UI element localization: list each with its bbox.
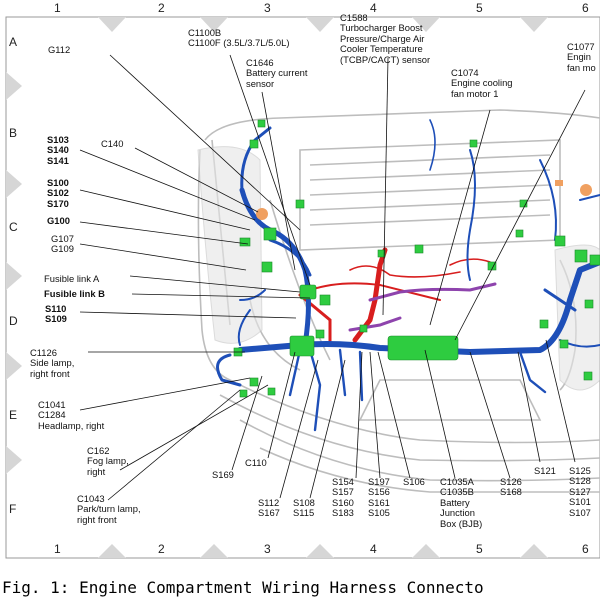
- figure-caption: Fig. 1: Engine Compartment Wiring Harnes…: [2, 578, 484, 597]
- callout-s106: S106: [403, 476, 425, 487]
- row-label-c: C: [9, 220, 18, 234]
- col-label-3: 3: [264, 1, 271, 15]
- connectors: [233, 119, 600, 398]
- callout-c1077: C1077 Engin fan mo: [567, 41, 596, 73]
- col-label-6: 6: [582, 1, 589, 15]
- col-label-4: 4: [370, 1, 377, 15]
- col-label-5-bottom: 5: [476, 542, 483, 556]
- row-label-e: E: [9, 408, 18, 422]
- row-label-a: A: [9, 35, 18, 49]
- callout-g107: G107 G109: [51, 233, 74, 255]
- callout-s103: S103 S140 S141: [47, 134, 69, 166]
- zone-markers-left: [6, 72, 22, 474]
- row-label-d: D: [9, 314, 18, 328]
- callout-s110: S110 S109: [45, 303, 67, 325]
- callout-c140: C140: [101, 138, 124, 149]
- callout-c1100: C1100B C1100F (3.5L/3.7L/5.0L): [188, 27, 290, 49]
- col-label-2: 2: [158, 1, 165, 15]
- callout-c1043: C1043 Park/turn lamp, right front: [77, 493, 141, 525]
- col-label-6-bottom: 6: [582, 542, 589, 556]
- callout-s126: S126 S168: [500, 476, 522, 498]
- col-label-1-bottom: 1: [54, 542, 61, 556]
- col-label-1: 1: [54, 1, 61, 15]
- callout-c162: C162 Fog lamp, right: [87, 445, 129, 477]
- callout-c110: C110: [245, 457, 267, 468]
- callout-c1035: C1035A C1035B Battery Junction Box (BJB): [440, 476, 483, 529]
- callout-c1041: C1041 C1284 Headlamp, right: [38, 399, 105, 431]
- callout-fusible-b: Fusible link B: [44, 288, 105, 299]
- callout-c1646: C1646 Battery current sensor: [246, 57, 308, 89]
- callout-g112: G112: [48, 44, 71, 55]
- callout-s112: S112 S167: [258, 497, 280, 519]
- callout-fusible-a: Fusible link A: [44, 273, 100, 284]
- col-label-5: 5: [476, 1, 483, 15]
- callout-c1588: C1588 Turbocharger Boost Pressure/Charge…: [340, 12, 431, 65]
- col-label-2-bottom: 2: [158, 542, 165, 556]
- zone-markers-top: [98, 17, 548, 32]
- orange-components: [256, 180, 592, 220]
- callout-g100: G100: [47, 215, 70, 226]
- callout-s169: S169: [212, 469, 234, 480]
- callout-s121: S121: [534, 465, 556, 476]
- leader-lines: [79, 54, 586, 501]
- callout-c1074: C1074 Engine cooling fan motor 1: [451, 67, 513, 99]
- callout-s100: S100 S102 S170: [47, 177, 69, 209]
- row-label-f: F: [9, 502, 17, 516]
- callout-c1126: C1126 Side lamp, right front: [30, 347, 75, 379]
- callout-s108: S108 S115: [293, 497, 315, 519]
- row-label-b: B: [9, 126, 18, 140]
- callout-s154: S154 S157 S160 S183: [332, 476, 354, 519]
- col-label-4-bottom: 4: [370, 542, 377, 556]
- col-label-3-bottom: 3: [264, 542, 271, 556]
- zone-markers-bottom: [98, 544, 548, 558]
- callout-s197: S197 S156 S161 S105: [368, 476, 390, 519]
- main-harness: [216, 119, 600, 432]
- callout-s125: S125 S128 S127 S101 S107: [569, 465, 591, 518]
